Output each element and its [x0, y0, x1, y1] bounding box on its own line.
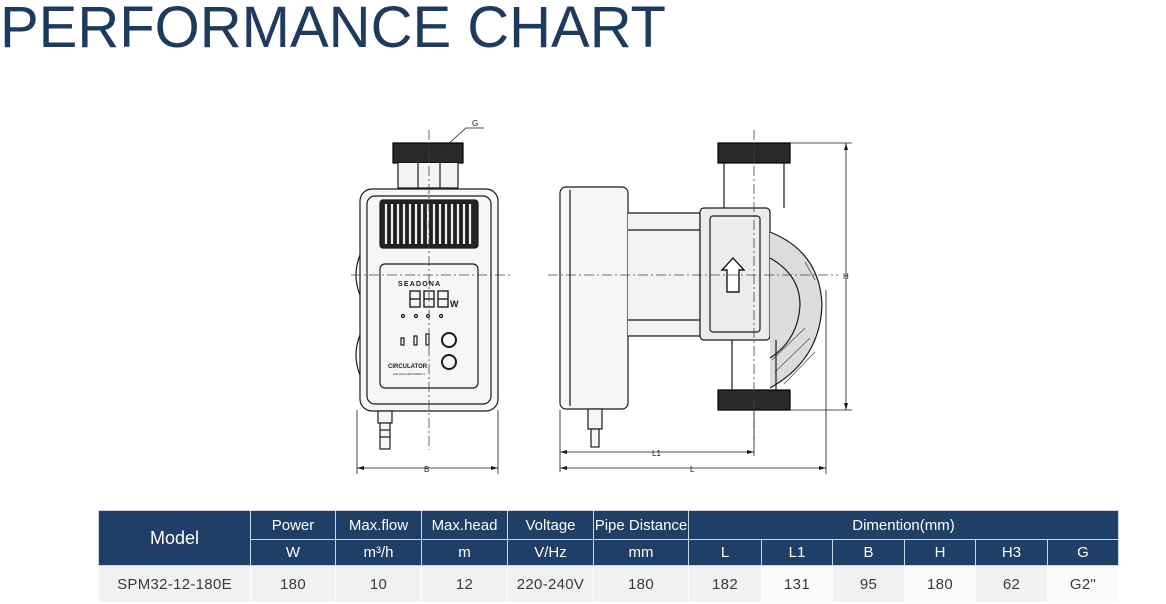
cell-dim-l1: 131	[761, 565, 833, 603]
dim-label-l1: L1	[652, 449, 661, 458]
header-voltage: Voltage	[507, 510, 594, 540]
cell-dim-g: G2"	[1047, 565, 1119, 603]
dim-label-l: L	[690, 465, 695, 474]
pump-technical-drawing: SEADONA W CIRCULATOR with HIGH EFFICIENC…	[351, 119, 852, 474]
header-dimension: Dimention(mm)	[688, 510, 1119, 540]
unit-voltage: V/Hz	[507, 539, 594, 566]
unit-power: W	[250, 539, 336, 566]
side-view	[559, 142, 823, 448]
product-name: CIRCULATOR	[388, 364, 428, 370]
header-power: Power	[250, 510, 336, 540]
header-dim-g: G	[1047, 539, 1119, 566]
cell-power: 180	[250, 565, 336, 603]
header-dim-l: L	[688, 539, 762, 566]
spec-table: Model Power Max.flow Max.head Voltage Pi…	[98, 510, 1119, 603]
header-dim-h3: H3	[975, 539, 1048, 566]
header-dim-b: B	[832, 539, 905, 566]
header-dim-h: H	[904, 539, 976, 566]
header-max-head: Max.head	[421, 510, 508, 540]
front-view	[355, 142, 499, 450]
display-unit: W	[450, 299, 459, 309]
header-max-flow: Max.flow	[335, 510, 422, 540]
product-subtitle: with HIGH EFFICIENCY	[393, 372, 425, 376]
cell-dim-b: 95	[832, 565, 905, 603]
cell-dim-h3: 62	[975, 565, 1048, 603]
dim-label-b: B	[424, 465, 429, 474]
header-pipe-distance: Pipe Distance	[593, 510, 689, 540]
page-title: PERFORMANCE CHART	[0, 0, 666, 60]
cell-model: SPM32-12-180E	[98, 565, 251, 603]
cell-max-head: 12	[421, 565, 508, 603]
dim-label-h: H	[843, 272, 849, 281]
cell-voltage: 220-240V	[507, 565, 594, 603]
table-row: SPM32-12-180E 180 10 12 220-240V 180 182…	[98, 565, 1119, 603]
cell-dim-h: 180	[904, 565, 976, 603]
header-model: Model	[98, 510, 251, 566]
unit-pipe-distance: mm	[593, 539, 689, 566]
dim-label-g: G	[472, 119, 478, 128]
cell-dim-l: 182	[688, 565, 762, 603]
brand-logo: SEADONA	[398, 281, 441, 288]
header-dim-l1: L1	[761, 539, 833, 566]
unit-max-flow: m³/h	[335, 539, 422, 566]
cell-max-flow: 10	[335, 565, 422, 603]
dimension-lines	[356, 127, 852, 474]
unit-max-head: m	[421, 539, 508, 566]
cell-pipe-distance: 180	[593, 565, 689, 603]
